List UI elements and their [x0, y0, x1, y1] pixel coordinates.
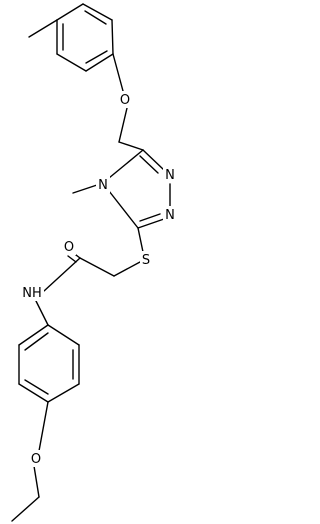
atom-bg-o-ether-top — [118, 91, 132, 108]
bond-ar1-1 — [82, 3, 113, 21]
bond-ar1-inner-2 — [85, 50, 108, 64]
atom-o-carbonyl: O — [64, 240, 74, 255]
bond-co-nh — [43, 257, 81, 292]
atom-o-ethoxy: O — [31, 452, 41, 467]
atom-n-ring-methyl: N — [98, 178, 108, 193]
atom-n-ring-2: N — [165, 208, 175, 223]
atom-bg-nh-amide — [20, 284, 44, 301]
atom-bg-o-carbonyl — [62, 238, 76, 255]
atom-bg-s-thioether — [140, 251, 153, 268]
bond-ar1-2 — [111, 19, 114, 55]
bond-n2-c3-double — [139, 213, 161, 222]
bond-ar2-4 — [18, 383, 49, 403]
bond-ar2-1 — [47, 324, 80, 346]
bond-ar1-4 — [56, 53, 87, 72]
bond-o-ch2-ethyl — [33, 465, 40, 498]
bond-ar2-o — [38, 401, 49, 452]
bond-n2-c3 — [137, 218, 165, 229]
atom-n-ring-1: N — [165, 168, 175, 183]
atom-bg-n-ring-2 — [163, 206, 177, 223]
bond-c3-s — [137, 227, 144, 253]
bond-ethyl-ch3 — [11, 496, 40, 522]
bond-nh-ar2 — [35, 300, 49, 326]
bond-ar1-inner-1 — [84, 10, 107, 25]
bond-s-ch2 — [113, 261, 141, 277]
bond-n-methyl — [72, 184, 98, 194]
atom-s-thioether: S — [142, 253, 150, 268]
bond-ar2-inner-3 — [24, 332, 49, 351]
bond-o-ch2 — [118, 107, 128, 143]
bond-ar1-3 — [85, 53, 114, 72]
bond-methyl-top — [28, 19, 58, 38]
bond-ch2-co — [79, 257, 115, 277]
bond-c5-n1-double — [139, 155, 159, 174]
bond-ar2-6 — [18, 324, 49, 346]
bond-ar2-3 — [47, 383, 80, 403]
atom-bg-n-ring-methyl — [96, 176, 110, 193]
atom-o-ether-top: O — [120, 93, 130, 108]
bond-co-o-2 — [67, 255, 77, 263]
bond-c5-n1 — [142, 149, 165, 171]
atom-bg-o-ethoxy — [29, 450, 43, 467]
bond-ch2-c5 — [118, 141, 144, 151]
bond-ar1-6 — [56, 3, 84, 21]
molecule-diagram: O N N N S O NH O — [11, 3, 177, 522]
bond-ar2-inner-2 — [24, 379, 49, 395]
bond-ar1-o — [112, 53, 124, 92]
molecule-structure: O N N N S O NH O — [11, 3, 177, 522]
atom-nh-amide: NH — [22, 286, 42, 301]
bond-n4-c5 — [108, 149, 144, 179]
atom-bg-n-ring-1 — [163, 166, 177, 183]
bond-c3-n4 — [108, 190, 139, 229]
